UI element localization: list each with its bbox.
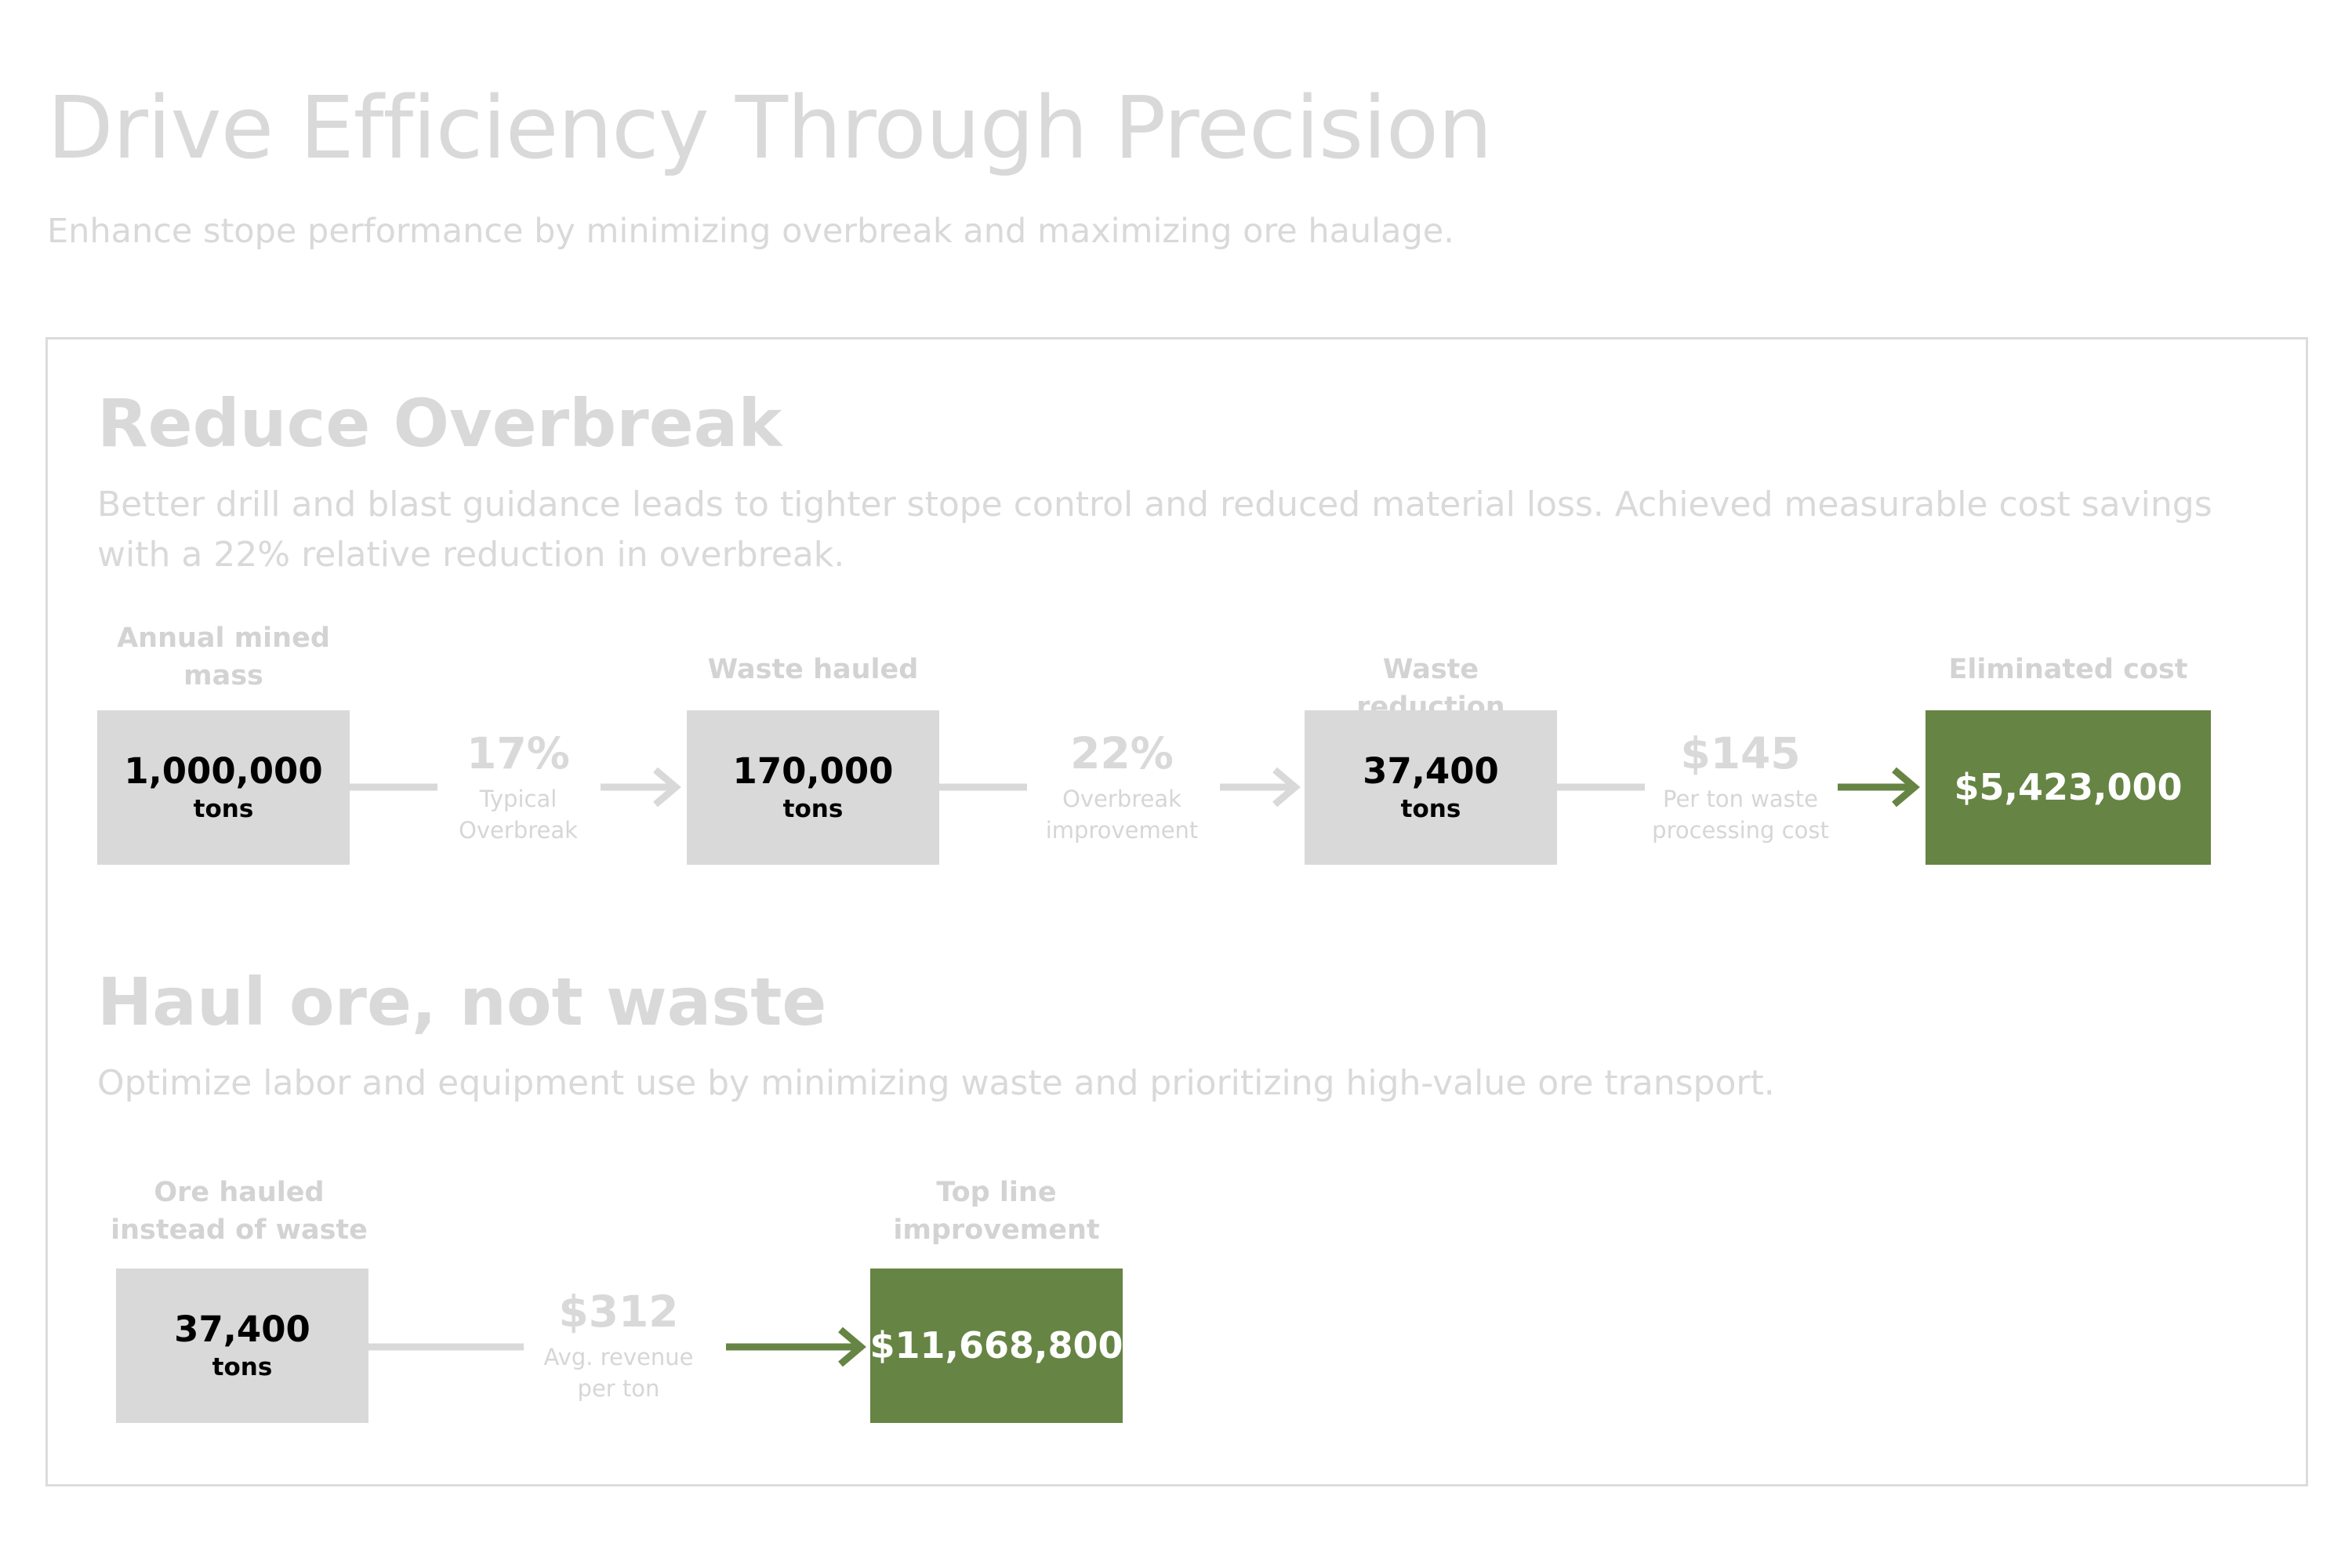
page-title: Drive Efficiency Through Precision <box>47 78 1493 178</box>
section-title-haul-ore: Haul ore, not waste <box>97 964 827 1040</box>
arrow-right-icon <box>601 767 681 808</box>
operator-value: $145 <box>1680 728 1801 779</box>
box-unit: tons <box>212 1353 273 1382</box>
result-box-top-line-improvement: $11,668,800 <box>870 1269 1123 1423</box>
box-value: $11,668,800 <box>869 1324 1123 1367</box>
arrow-right-icon <box>1220 767 1301 808</box>
section-title-reduce-overbreak: Reduce Overbreak <box>97 385 782 462</box>
box-unit: tons <box>782 795 844 824</box>
operator-caption: Per ton waste processing cost <box>1652 786 1829 844</box>
arrow-right-green-icon <box>1838 767 1920 808</box>
value-box-ore-hauled: 37,400 tons <box>116 1269 368 1423</box>
value-box-waste-reduction: 37,400 tons <box>1305 710 1557 865</box>
operator-caption: Overbreak improvement <box>1045 786 1199 844</box>
box-label-eliminated-cost: Eliminated cost <box>1948 654 2188 685</box>
result-box-eliminated-cost: $5,423,000 <box>1926 710 2211 865</box>
section-description-reduce-overbreak: Better drill and blast guidance leads to… <box>97 485 2212 575</box>
box-unit: tons <box>1400 795 1461 824</box>
operator-waste-processing-cost: $145 Per ton waste processing cost <box>1646 732 1835 846</box>
box-value: $5,423,000 <box>1954 766 2183 809</box>
operator-overbreak-improvement: 22% Overbreak improvement <box>1027 732 1217 846</box>
content-panel <box>45 337 2308 1486</box>
operator-caption: Avg. revenue per ton <box>543 1344 694 1402</box>
section-description-haul-ore: Optimize labor and equipment use by mini… <box>97 1063 1775 1103</box>
box-value: 37,400 <box>174 1308 310 1350</box>
box-value: 170,000 <box>732 750 894 792</box>
operator-value: 17% <box>466 728 570 779</box>
operator-avg-revenue: $312 Avg. revenue per ton <box>530 1290 707 1404</box>
arrow-right-green-icon <box>726 1327 866 1367</box>
box-label-ore-hauled: Ore hauled instead of waste <box>111 1177 368 1246</box>
operator-typical-overbreak: 17% Typical Overbreak <box>439 732 597 846</box>
operator-value: $312 <box>558 1287 679 1337</box>
box-value: 37,400 <box>1363 750 1499 792</box>
value-box-waste-hauled: 170,000 tons <box>687 710 939 865</box>
operator-value: 22% <box>1070 728 1174 779</box>
box-value: 1,000,000 <box>124 750 323 792</box>
box-label-waste-hauled: Waste hauled <box>707 654 919 685</box>
box-unit: tons <box>193 795 254 824</box>
page-subtitle: Enhance stope performance by minimizing … <box>47 212 1454 251</box>
box-label-annual-mined-mass: Annual mined mass <box>117 622 330 691</box>
value-box-annual-mined-mass: 1,000,000 tons <box>97 710 350 865</box>
box-label-top-line-improvement: Top line improvement <box>893 1177 1100 1246</box>
operator-caption: Typical Overbreak <box>459 786 578 844</box>
